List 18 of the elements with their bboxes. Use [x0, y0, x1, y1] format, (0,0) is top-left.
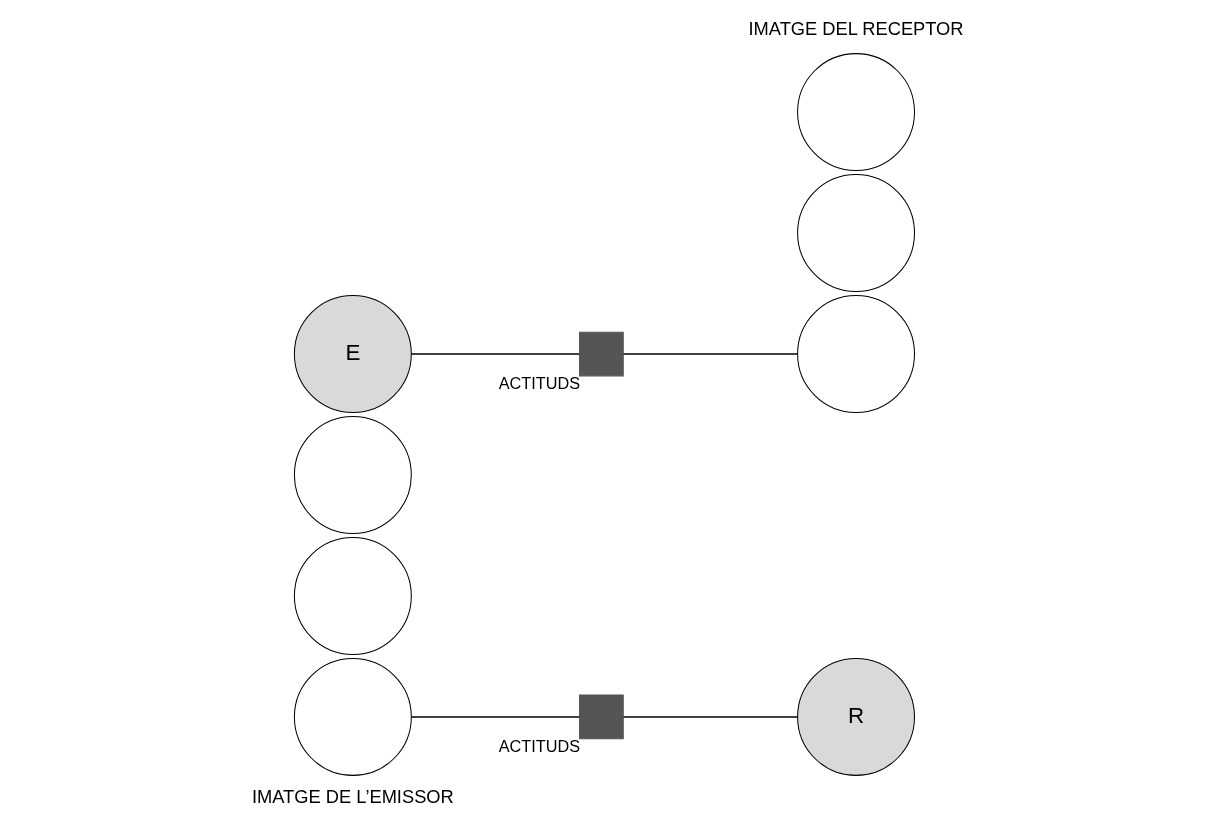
node-label: ACTITUDS	[498, 736, 581, 755]
node-box	[579, 694, 624, 740]
connector	[410, 716, 581, 718]
node-circle: R	[797, 657, 915, 776]
node-circle: E	[293, 295, 412, 413]
node-circle	[293, 537, 412, 655]
node-circle	[293, 416, 412, 534]
label: IMATGE DEL RECEPTOR	[748, 18, 964, 40]
node-box	[579, 331, 624, 377]
node-label: ACTITUDS	[498, 373, 581, 392]
node-circle	[293, 657, 412, 776]
node-circle	[797, 295, 915, 413]
connector	[410, 353, 581, 355]
node-circle	[797, 174, 915, 292]
connector	[622, 716, 799, 718]
node-circle	[797, 53, 915, 172]
label: IMATGE DE L’EMISSOR	[251, 785, 454, 807]
connector	[622, 353, 799, 355]
